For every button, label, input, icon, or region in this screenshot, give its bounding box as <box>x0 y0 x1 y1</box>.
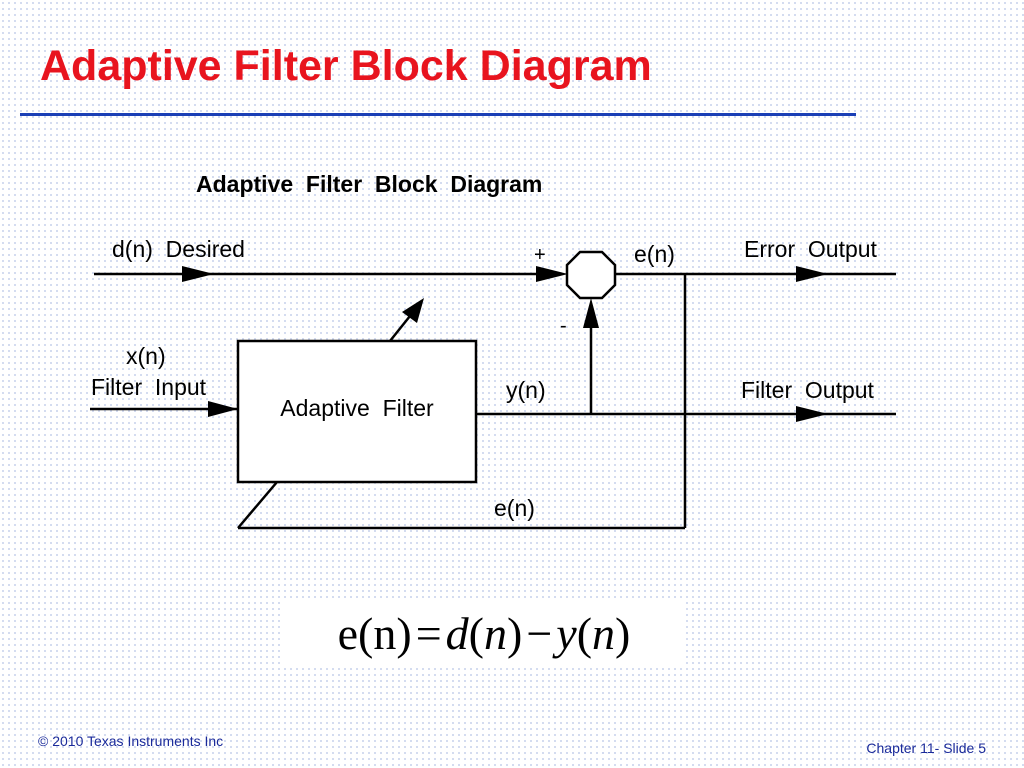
error-output-arrow <box>796 266 828 282</box>
desired-arrow-1 <box>182 266 214 282</box>
equation-equals: = <box>415 607 442 659</box>
filter-output-arrow <box>796 406 828 422</box>
input-label: Filter Input <box>91 374 207 400</box>
desired-arrow-2 <box>536 266 568 282</box>
equation-term2-arg: n <box>592 607 616 659</box>
equation-lhs: e(n) <box>337 607 412 659</box>
equation-term1-arg: n <box>483 607 507 659</box>
footer-copyright: © 2010 Texas Instruments Inc <box>38 733 224 749</box>
error-equation: e(n) = d(n)−y(n) <box>282 598 686 668</box>
input-arrow <box>208 401 238 417</box>
desired-label: d(n) Desired <box>112 236 245 262</box>
feedback-diagonal-line <box>237 481 278 529</box>
equation-term2-fn: y <box>556 607 577 659</box>
slide-title: Adaptive Filter Block Diagram <box>40 42 652 90</box>
sum-output-label: e(n) <box>634 241 675 267</box>
adaptation-arrow-head <box>402 298 424 323</box>
filter-output-signal-label: y(n) <box>506 377 546 403</box>
error-output-label: Error Output <box>744 236 878 262</box>
equation-term1-fn: d <box>445 607 469 659</box>
adaptive-filter-block <box>236 339 478 484</box>
summing-junction <box>565 250 617 300</box>
equation-minus: − <box>526 607 553 659</box>
title-divider <box>20 113 856 116</box>
plus-sign: + <box>534 244 546 266</box>
feedback-label: e(n) <box>494 495 535 521</box>
filter-block-label: Adaptive Filter <box>280 395 434 421</box>
diagram-heading: Adaptive Filter Block Diagram <box>196 171 542 197</box>
minus-sign: - <box>560 315 567 337</box>
input-signal-label: x(n) <box>126 343 166 369</box>
yn-to-sum-arrow <box>583 298 599 328</box>
footer-slide-number: Chapter 11- Slide 5 <box>866 740 986 756</box>
filter-output-label: Filter Output <box>741 377 875 403</box>
